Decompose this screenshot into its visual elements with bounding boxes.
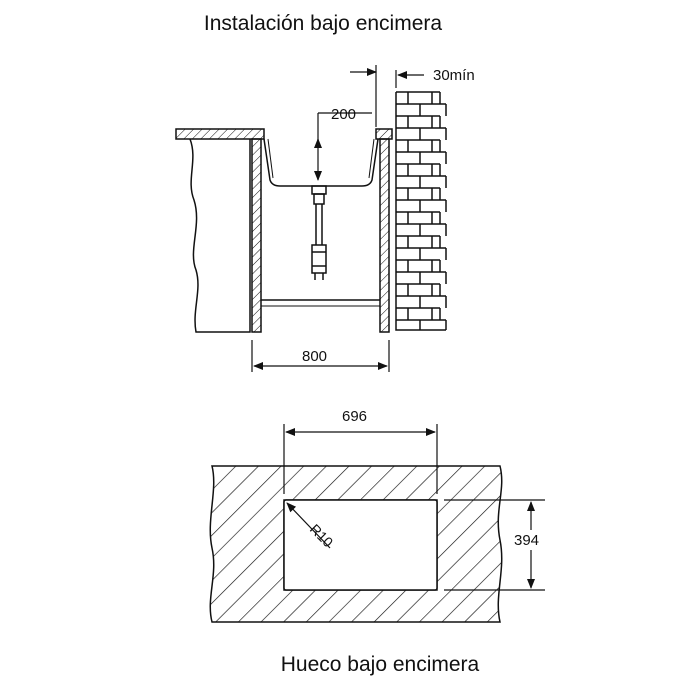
brick-wall (395, 91, 447, 331)
adjacent-cabinet (189, 138, 251, 333)
brick-wall-outline (395, 92, 446, 331)
cutout-plan (209, 424, 545, 623)
dimension-cabinet-width (251, 340, 390, 372)
cutout-title: Hueco bajo encimera (280, 653, 480, 676)
label-cutout-width: 696 (342, 408, 367, 425)
label-cutout-height: 394 (514, 532, 539, 549)
label-sink-depth: 200 (331, 106, 356, 123)
cabinet-walls (251, 138, 390, 333)
radius-leader (286, 502, 331, 549)
dimension-wall-clearance (350, 65, 424, 127)
label-cabinet-width: 800 (302, 348, 327, 365)
countertop (175, 128, 393, 140)
label-wall-clearance: 30mín (433, 67, 475, 84)
installation-section (175, 65, 447, 372)
drain-siphon (311, 185, 327, 280)
sink-cutout (283, 499, 438, 591)
dimension-cutout-width (283, 424, 438, 494)
installation-title: Instalación bajo encimera (203, 12, 443, 35)
dimension-sink-depth (314, 112, 372, 181)
sink-bowl (263, 138, 379, 187)
